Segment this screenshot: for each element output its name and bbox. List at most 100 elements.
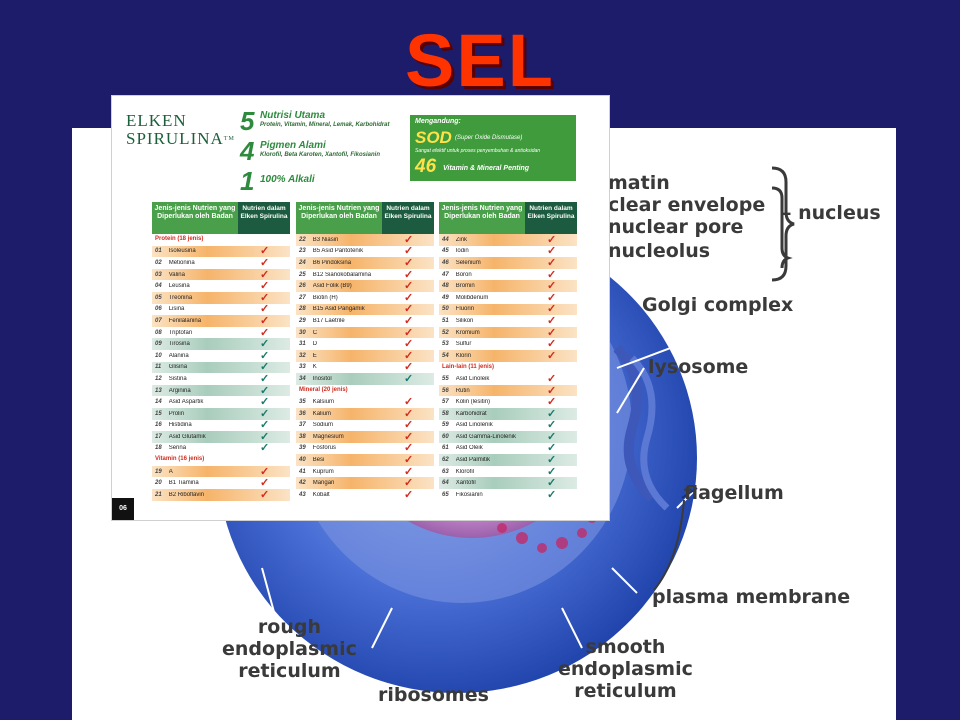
check-icon: ✓ xyxy=(546,303,557,316)
nutrient-number: 54 xyxy=(442,352,449,359)
check-icon: ✓ xyxy=(546,372,557,385)
nutrient-name: Inositol xyxy=(312,375,332,382)
check-icon: ✓ xyxy=(259,384,270,397)
nutrient-number: 48 xyxy=(442,283,449,290)
check-icon: ✓ xyxy=(403,280,414,293)
check-icon: ✓ xyxy=(546,326,557,339)
header-nutrients: Jenis-jenis Nutrien yang Diperlukan oleh… xyxy=(439,202,525,234)
check-icon: ✓ xyxy=(546,454,557,467)
nutrient-name: Kolin (lesitin) xyxy=(455,399,491,406)
nutrient-name: Klorofil xyxy=(455,468,475,475)
check-icon: ✓ xyxy=(546,314,557,327)
nutrient-name: K xyxy=(312,364,317,371)
headline-number: 4 xyxy=(240,136,255,166)
nutrient-name: B3 Niasin xyxy=(312,236,339,243)
nutrient-number: 26 xyxy=(299,283,306,290)
label-rough-er: rough endoplasmic reticulum xyxy=(222,616,357,682)
nutrient-name: Asid Linolenik xyxy=(455,422,493,429)
nutrient-name: B2 Riboflavin xyxy=(168,491,205,498)
column-header: Jenis-jenis Nutrien yang Diperlukan oleh… xyxy=(296,202,434,234)
nutrient-row: 26 Asid Folik (B9) ✓ xyxy=(296,280,434,292)
nutrient-name: Besi xyxy=(312,457,325,464)
nutrient-name: Asid Folik (B9) xyxy=(312,283,352,290)
nutrient-number: 47 xyxy=(442,271,449,278)
check-icon: ✓ xyxy=(259,430,270,443)
headline-title: Nutrisi Utama xyxy=(260,110,326,121)
check-icon: ✓ xyxy=(546,384,557,397)
check-icon: ✓ xyxy=(546,280,557,293)
check-icon: ✓ xyxy=(546,349,557,362)
check-icon: ✓ xyxy=(259,268,270,281)
check-icon: ✓ xyxy=(546,407,557,420)
nutrient-number: 60 xyxy=(442,433,449,440)
check-icon: ✓ xyxy=(403,245,414,258)
nutrient-number: 16 xyxy=(155,422,162,429)
nutrient-number: 53 xyxy=(442,341,449,348)
nutrient-number: 51 xyxy=(442,317,449,324)
nutrient-name: Magnesium xyxy=(312,433,344,440)
nutrient-number: 06 xyxy=(155,306,162,313)
nutrient-name: Fluorin xyxy=(455,306,475,313)
nutrient-number: 52 xyxy=(442,329,449,336)
nutrient-name: B1 Tiamina xyxy=(168,480,199,487)
nutrient-name: Lisina xyxy=(168,306,185,313)
nutrient-card: ELKEN SPIRULINATM 5 Nutrisi Utama Protei… xyxy=(112,96,609,520)
nutrient-name: Sulfur xyxy=(455,341,472,348)
nutrient-number: 07 xyxy=(155,317,162,324)
nutrient-name: Silikon xyxy=(455,317,474,324)
nutrient-name: Asid Oleik xyxy=(455,445,483,452)
check-icon: ✓ xyxy=(259,419,270,432)
check-icon: ✓ xyxy=(546,233,557,246)
check-icon: ✓ xyxy=(546,338,557,351)
nutrient-name: Arginina xyxy=(168,387,191,394)
sod-full-name: (Super Oxide Dismutase) xyxy=(455,135,523,141)
nutrient-name: Triptofan xyxy=(168,329,193,336)
nutrient-name: Metionina xyxy=(168,259,195,266)
nutrient-number: 23 xyxy=(299,248,306,255)
check-icon: ✓ xyxy=(403,349,414,362)
check-icon: ✓ xyxy=(403,454,414,467)
nutrient-number: 45 xyxy=(442,248,449,255)
check-icon: ✓ xyxy=(259,291,270,304)
nutrient-number: 40 xyxy=(299,457,306,464)
nutrient-row: 40 Besi ✓ xyxy=(296,454,434,466)
nutrient-column-2: Jenis-jenis Nutrien yang Diperlukan oleh… xyxy=(296,202,434,501)
brand-tm: TM xyxy=(223,136,235,142)
headline-title: Pigmen Alami xyxy=(260,140,326,151)
sod-description: Sangat efektif untuk proses penyembuhan … xyxy=(415,148,541,154)
column-header: Jenis-jenis Nutrien yang Diperlukan oleh… xyxy=(439,202,577,234)
check-icon: ✓ xyxy=(403,407,414,420)
check-icon: ✓ xyxy=(403,361,414,374)
label-smooth-er: smooth endoplasmic reticulum xyxy=(558,636,693,702)
check-icon: ✓ xyxy=(403,465,414,478)
check-icon: ✓ xyxy=(403,291,414,304)
nutrient-name: Mangan xyxy=(312,480,335,487)
check-icon: ✓ xyxy=(403,419,414,432)
brand-logo: ELKEN SPIRULINATM xyxy=(126,112,235,148)
nutrient-number: 64 xyxy=(442,480,449,487)
section-header: Mineral (20 jenis) xyxy=(299,386,348,393)
nutrient-number: 12 xyxy=(155,375,162,382)
golgi-shape xyxy=(613,344,656,502)
nutrient-number: 33 xyxy=(299,364,306,371)
check-icon: ✓ xyxy=(259,326,270,339)
nutrient-column-3: Jenis-jenis Nutrien yang Diperlukan oleh… xyxy=(439,202,577,501)
nutrient-name: Karbohidrat xyxy=(455,410,487,417)
headline-title: 100% Alkali xyxy=(260,174,315,185)
